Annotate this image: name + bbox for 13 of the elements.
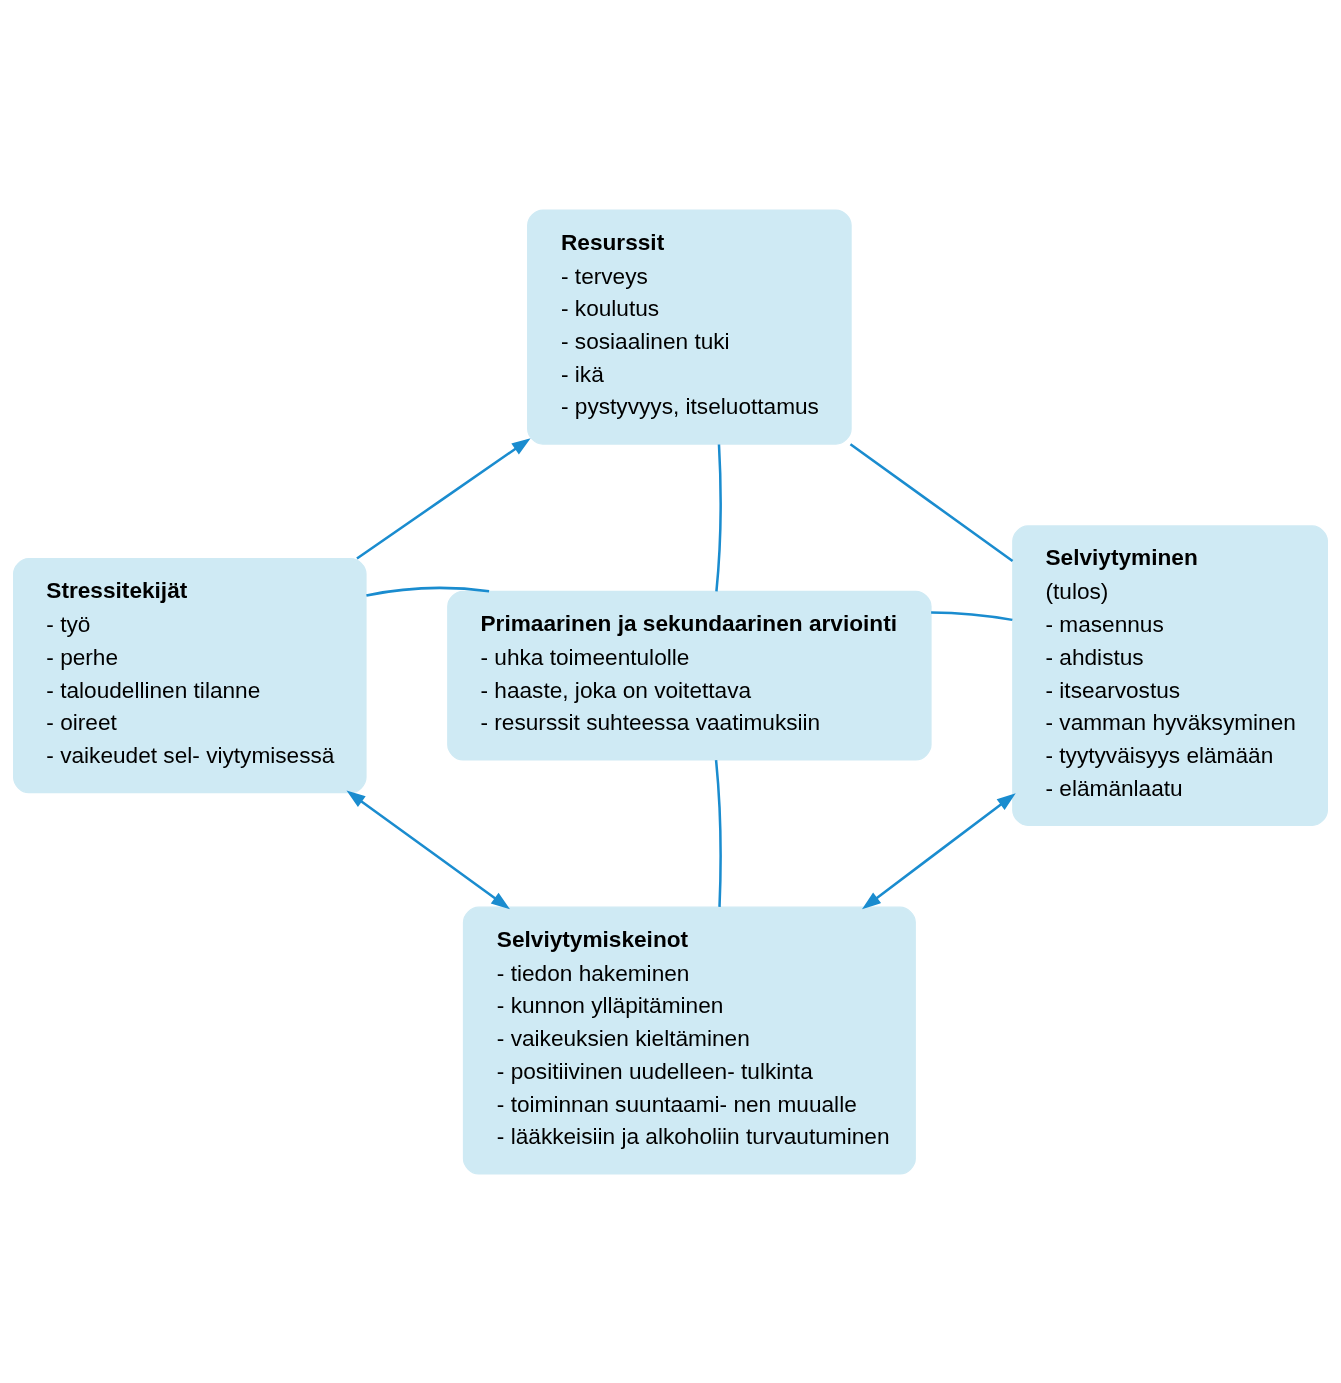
arrow — [861, 792, 1016, 909]
connector — [714, 759, 722, 907]
node-box: Resurssit - terveys - koulutus - sosiaalinen tuki - ikä - pystyvyys, itseluottamus — [527, 208, 852, 445]
connector — [715, 443, 722, 591]
arrow — [346, 790, 510, 909]
node-box: Stressitekijät - työ - perhe - taloudellinen tilanne - oireet - vaikeudet sel- viytymisessä — [13, 557, 367, 793]
node-box: Primaarinen ja sekundaarinen arviointi - uhka toimeentulolle - haaste, joka on voitettava - resurssit suhteessa vaatimuksiin — [447, 590, 932, 761]
connector — [366, 586, 490, 597]
connector — [931, 610, 1013, 621]
connector — [849, 442, 1014, 562]
node-box: Selviytymiskeinot - tiedon hakeminen - kunnon ylläpitäminen - vaikeuksien kieltäminen - positiivinen uudelleen- tulkinta - toiminnan suuntaami- nen muualle - lääkkeisiin ja alkoholiin turvautuminen — [462, 906, 916, 1175]
node-box: Selviytyminen (tulos) - masennus - ahdistus - itsearvostus - vamman hyväksyminen - tyytyväisyys elämään - elämänlaatu — [1012, 524, 1328, 826]
arrow — [356, 437, 531, 560]
